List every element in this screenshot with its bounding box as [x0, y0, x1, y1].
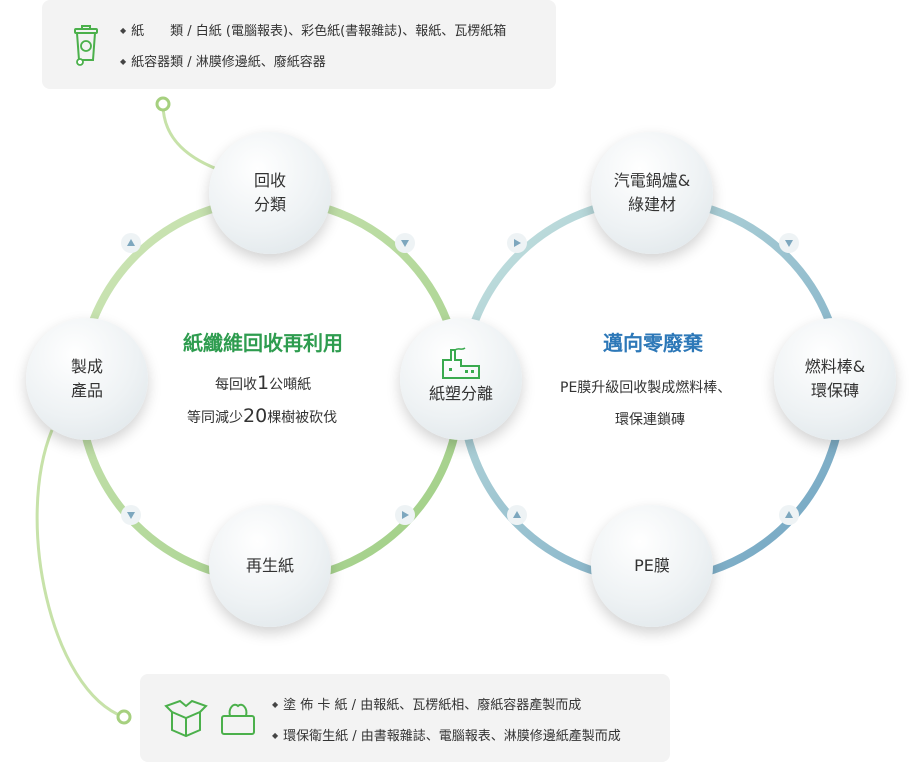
arrow-marker	[395, 233, 415, 253]
node-label: 汽電鍋爐&	[613, 171, 691, 190]
node-recycle-sort: 回收 分類	[209, 132, 331, 254]
node-label: 分類	[253, 195, 286, 214]
arrow-marker	[779, 505, 799, 525]
node-label: 燃料棒&	[804, 357, 866, 376]
recyclable-paper-note: 紙 類 / 白紙 (電腦報表)、彩色紙(書報雜誌)、報紙、瓦楞紙箱 紙容器類 /…	[42, 0, 556, 89]
connector-top	[161, 103, 226, 174]
note-line: 紙容器類 / 淋膜修邊紙、廢紙容器	[120, 51, 326, 70]
node-label: 綠建材	[627, 195, 676, 214]
node-pe-film: PE膜	[591, 505, 713, 627]
node-label: 環保磚	[810, 381, 859, 400]
recycle-bin-icon	[74, 25, 98, 66]
note-line: 塗 佈 卡 紙 / 由報紙、瓦楞紙相、廢紙容器產製而成	[272, 694, 581, 713]
connector-bottom-dot	[116, 709, 132, 725]
connector-top-dot	[155, 96, 171, 112]
node-label: 回收	[253, 171, 286, 190]
node-label: 紙塑分離	[428, 384, 493, 403]
right-center-line1: PE膜升級回收製成燃料棒、	[560, 380, 732, 396]
note-line: 環保衛生紙 / 由書報雜誌、電腦報表、淋膜修邊紙產製而成	[272, 725, 621, 744]
left-center-line1: 每回收1公噸紙	[215, 372, 312, 394]
factory-icon	[442, 347, 480, 379]
arrow-marker	[507, 505, 527, 525]
connector-bottom	[35, 429, 125, 719]
arrow-marker	[121, 505, 141, 525]
arrow-marker	[507, 233, 527, 253]
arrow-marker	[395, 505, 415, 525]
node-label: 製成	[70, 357, 103, 376]
arrow-marker	[779, 233, 799, 253]
right-center-title: 邁向零廢棄	[603, 331, 703, 355]
tissue-box-icon	[221, 703, 255, 735]
node-make-products: 製成 產品	[26, 318, 148, 440]
node-paper-plastic-separation: 紙塑分離	[400, 318, 522, 440]
node-fuel-rod-eco-brick: 燃料棒& 環保磚	[774, 318, 896, 440]
recycled-products-note: 塗 佈 卡 紙 / 由報紙、瓦楞紙相、廢紙容器產製而成 環保衛生紙 / 由書報雜…	[140, 674, 670, 762]
node-boiler-green-material: 汽電鍋爐& 綠建材	[591, 132, 713, 254]
node-recycled-paper: 再生紙	[209, 505, 331, 627]
left-center-title: 紙纖維回收再利用	[183, 331, 343, 355]
arrow-marker	[121, 233, 141, 253]
left-center-line2: 等同減少20棵樹被砍伐	[187, 405, 338, 427]
node-label: 再生紙	[245, 556, 294, 575]
open-box-icon	[164, 699, 208, 738]
note-line: 紙 類 / 白紙 (電腦報表)、彩色紙(書報雜誌)、報紙、瓦楞紙箱	[120, 20, 506, 39]
node-label: PE膜	[634, 556, 670, 575]
right-center-line2: 環保連鎖磚	[615, 412, 685, 428]
node-label: 產品	[70, 381, 103, 400]
